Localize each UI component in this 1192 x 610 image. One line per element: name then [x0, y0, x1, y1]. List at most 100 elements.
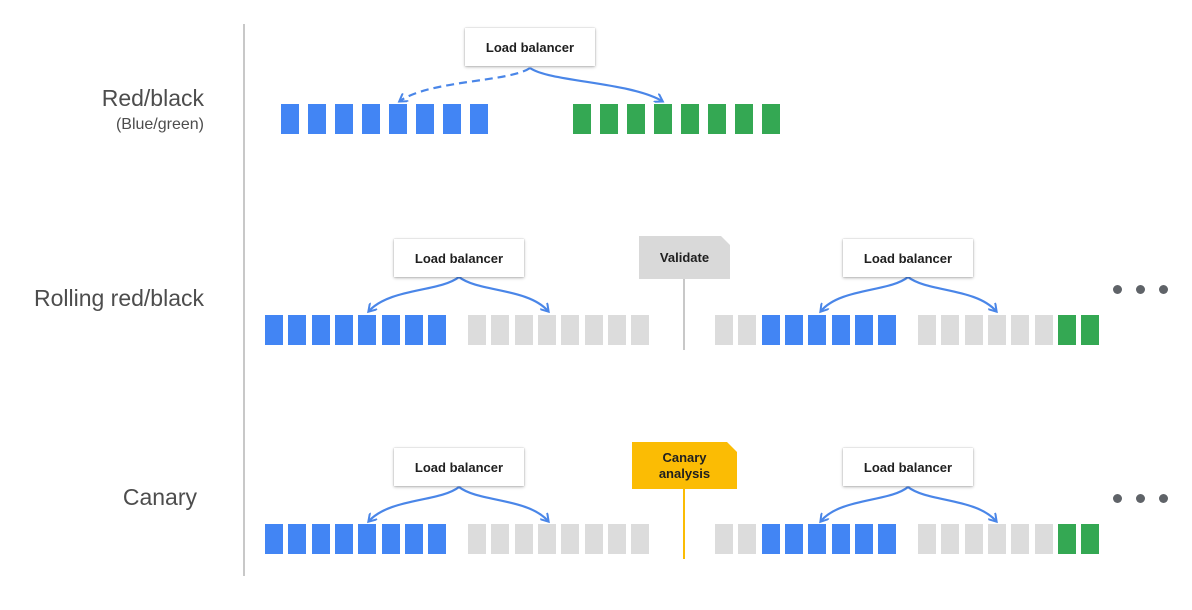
ellipsis-dot	[1159, 285, 1168, 294]
load-balancer-label: Load balancer	[414, 250, 504, 266]
canary-analysis-tag: Canary analysis	[632, 442, 737, 489]
instance-square	[381, 524, 400, 554]
instance-square	[288, 524, 307, 554]
instance-square	[854, 315, 873, 345]
instance-square	[607, 315, 626, 345]
lb1-dashed-arrow	[400, 67, 531, 101]
instance-square	[1081, 315, 1100, 345]
instance-square	[941, 315, 960, 345]
ellipsis-dot	[1136, 494, 1145, 503]
instance-square	[573, 104, 591, 134]
lb3-arrow-left	[821, 276, 909, 311]
load-balancer-label: Load balancer	[863, 459, 953, 475]
lb4-arrow-right	[458, 486, 548, 521]
instance-square	[468, 315, 486, 345]
canary-analysis-label: Canary analysis	[658, 449, 711, 481]
ellipsis-dot	[1159, 494, 1168, 503]
instance-square	[389, 104, 407, 134]
instance-square	[761, 524, 780, 554]
instance-square	[1034, 524, 1053, 554]
instance-square	[561, 315, 580, 345]
instance-square	[362, 104, 380, 134]
instance-square	[735, 104, 753, 134]
row-label-rolling: Rolling red/black	[0, 284, 204, 312]
instance-square	[1081, 524, 1100, 554]
instance-square	[808, 315, 827, 345]
instance-square	[416, 104, 434, 134]
instance-square	[335, 104, 353, 134]
instance-square	[311, 524, 330, 554]
instance-square	[1011, 524, 1030, 554]
lb1-arrow-green	[529, 67, 662, 101]
lb2-arrow-left	[369, 276, 460, 311]
instance-square	[1011, 315, 1030, 345]
instance-square	[443, 104, 461, 134]
load-balancer-rolling-left: Load balancer	[394, 239, 524, 277]
red-black-label: Red/black	[101, 85, 204, 111]
instance-square	[964, 524, 983, 554]
instance-square	[631, 315, 650, 345]
instance-square	[715, 315, 733, 345]
instance-square	[631, 524, 650, 554]
instance-square	[468, 524, 486, 554]
instance-square	[584, 315, 603, 345]
vertical-divider	[243, 24, 245, 576]
instance-square	[428, 524, 447, 554]
ellipsis-dot	[1113, 494, 1122, 503]
instance-square	[918, 315, 936, 345]
instance-square	[941, 524, 960, 554]
instance-square	[987, 315, 1006, 345]
instance-square	[308, 104, 326, 134]
instance-square	[428, 315, 447, 345]
instance-square	[987, 524, 1006, 554]
instance-square	[808, 524, 827, 554]
canary-label: Canary	[122, 484, 197, 510]
instance-square	[918, 524, 936, 554]
instance-square	[831, 524, 850, 554]
load-balancer-canary-left: Load balancer	[394, 448, 524, 486]
instance-square	[607, 524, 626, 554]
load-balancer-label: Load balancer	[414, 459, 504, 475]
rolling-red-black-label: Rolling red/black	[33, 285, 204, 311]
lb4-arrow-left	[369, 486, 460, 521]
instance-square	[854, 524, 873, 554]
instance-square	[627, 104, 645, 134]
instance-square	[1034, 315, 1053, 345]
load-balancer-rolling-right: Load balancer	[843, 239, 973, 277]
row-label-canary: Canary	[60, 483, 197, 511]
ellipsis-dot	[1113, 285, 1122, 294]
instance-square	[584, 524, 603, 554]
instance-square	[878, 524, 897, 554]
more-ellipsis-canary	[1113, 494, 1168, 503]
instance-square	[762, 104, 780, 134]
lb2-arrow-right	[458, 276, 548, 311]
canary-analysis-post	[683, 489, 685, 559]
instance-square	[491, 315, 510, 345]
instance-square	[334, 315, 353, 345]
blue-green-sublabel: (Blue/green)	[115, 116, 204, 133]
instance-square	[600, 104, 618, 134]
validate-label: Validate	[659, 249, 710, 265]
instance-square	[561, 524, 580, 554]
instance-square	[334, 524, 353, 554]
instance-square	[265, 315, 283, 345]
instance-square	[784, 524, 803, 554]
validate-post	[683, 279, 685, 350]
instance-square	[381, 315, 400, 345]
instance-square	[358, 315, 377, 345]
instance-square	[784, 315, 803, 345]
instance-square	[514, 315, 533, 345]
instance-square	[404, 524, 423, 554]
more-ellipsis-rolling	[1113, 285, 1168, 294]
instance-square	[715, 524, 733, 554]
instance-square	[281, 104, 299, 134]
instance-square	[265, 524, 283, 554]
instance-square	[537, 524, 556, 554]
lb3-arrow-right	[907, 276, 996, 311]
load-balancer-label: Load balancer	[485, 39, 575, 55]
instance-square	[738, 315, 757, 345]
load-balancer-canary-right: Load balancer	[843, 448, 973, 486]
instance-square	[470, 104, 488, 134]
load-balancer-label: Load balancer	[863, 250, 953, 266]
